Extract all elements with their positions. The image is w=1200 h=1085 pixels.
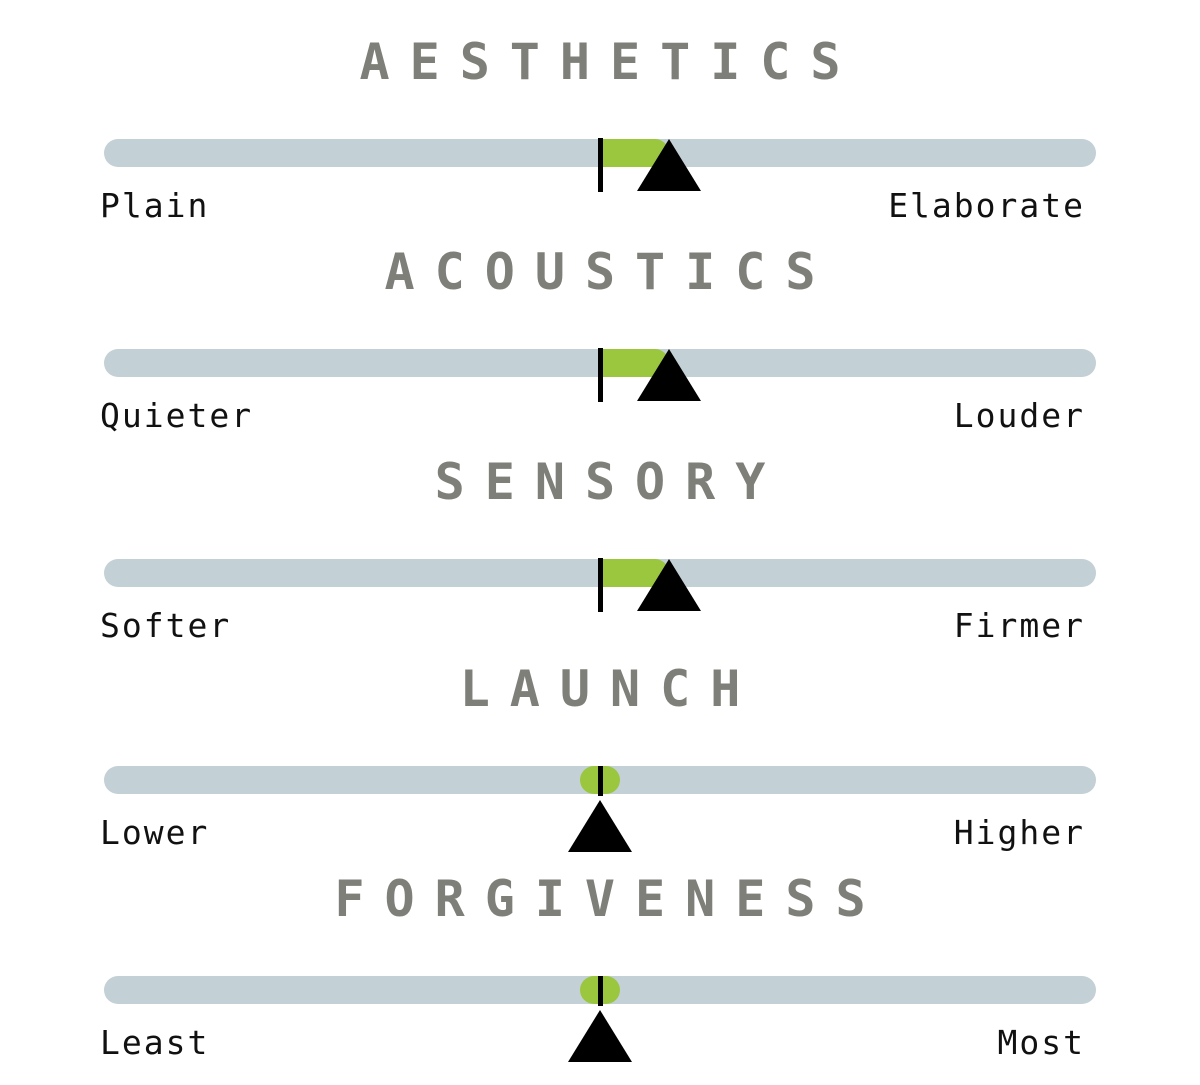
center-tick xyxy=(597,976,603,1006)
scale-title: SENSORY xyxy=(434,453,786,511)
scale-title: AESTHETICS xyxy=(359,33,861,91)
scale-left-label: Lower xyxy=(100,813,210,852)
scale-title: ACOUSTICS xyxy=(384,243,836,301)
center-tick xyxy=(597,558,603,612)
scale-right-label: Firmer xyxy=(953,606,1085,645)
scale-right-label: Louder xyxy=(953,396,1085,435)
pointer-triangle-icon xyxy=(568,800,632,852)
scale-acoustics: ACOUSTICS Quieter Louder xyxy=(0,236,1200,446)
scale-right-label: Most xyxy=(997,1023,1085,1062)
pointer-triangle-icon xyxy=(568,1010,632,1062)
scale-left-label: Least xyxy=(100,1023,210,1062)
scale-title: LAUNCH xyxy=(459,660,761,718)
scale-right-label: Elaborate xyxy=(888,186,1085,225)
scale-left-label: Quieter xyxy=(100,396,254,435)
center-tick xyxy=(597,138,603,192)
pointer-triangle-icon xyxy=(637,139,702,191)
scale-aesthetics: AESTHETICS Plain Elaborate xyxy=(0,26,1200,236)
center-tick xyxy=(597,766,603,796)
scale-left-label: Softer xyxy=(100,606,232,645)
scale-left-label: Plain xyxy=(100,186,210,225)
pointer-triangle-icon xyxy=(637,559,702,611)
scale-right-label: Higher xyxy=(953,813,1085,852)
center-tick xyxy=(597,348,603,402)
scale-forgiveness: FORGIVENESS Least Most xyxy=(0,863,1200,1073)
pointer-triangle-icon xyxy=(637,349,702,401)
scale-title: FORGIVENESS xyxy=(334,870,886,928)
scale-launch: LAUNCH Lower Higher xyxy=(0,653,1200,863)
scale-sensory: SENSORY Softer Firmer xyxy=(0,446,1200,656)
